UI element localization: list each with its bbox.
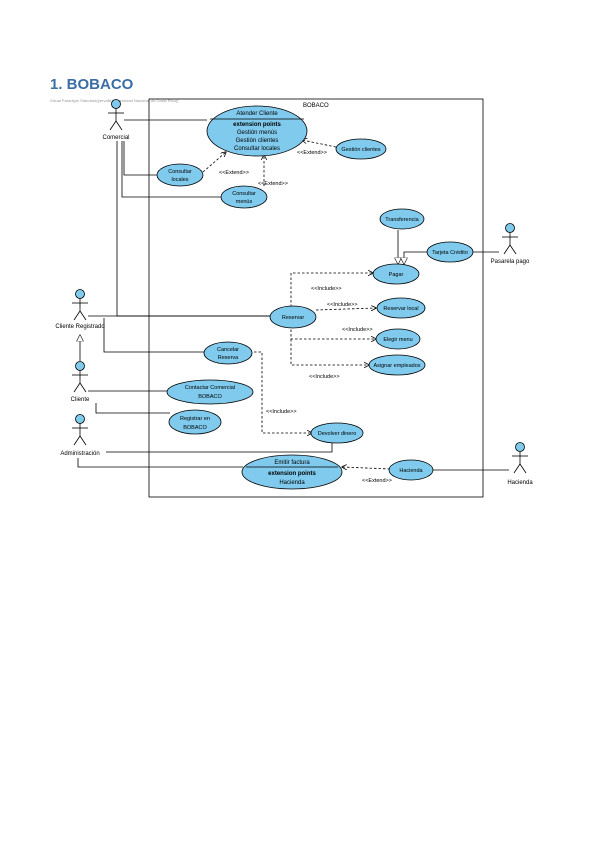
inc-cancelar-devolver <box>254 351 312 433</box>
registrar-label-2: BOBACO <box>183 425 207 431</box>
use-case-consultar-locales: Consultar locales <box>156 163 204 187</box>
use-case-cancelar-reserva: Cancelar Reserva <box>203 341 253 365</box>
assoc-admin-emitir <box>77 458 243 468</box>
label-include-local: <<Include>> <box>327 302 358 308</box>
use-case-asignar-empleados: Asignar empleados <box>368 354 426 376</box>
use-case-devolver-dinero: Devolver dinero <box>310 422 364 444</box>
asignar-label: Asignar empleados <box>373 363 420 369</box>
dependencies <box>202 140 391 469</box>
use-cases: Atender Cliente extension points Gestión… <box>156 105 474 490</box>
label-include-pagar: <<Include>> <box>311 286 342 292</box>
assoc-comercial-locales <box>123 141 157 176</box>
actor-cliente: Cliente <box>71 361 90 403</box>
label-include-asignar: <<Include>> <box>309 374 340 380</box>
association-lines <box>77 119 509 471</box>
dep-gestion-atender <box>302 140 337 148</box>
emitir-title: Emitir factura <box>274 460 310 466</box>
atender-ep-heading: extension points <box>233 122 281 128</box>
label-extend-hacienda: <<Extend>> <box>362 478 392 484</box>
atender-ep-2: Gestión clientes <box>236 138 279 144</box>
use-case-atender-cliente: Atender Cliente extension points Gestión… <box>206 105 308 157</box>
atender-ep-1: Gestión menús <box>237 130 277 136</box>
gestion-clientes-label: Gestión clientes <box>341 147 380 153</box>
use-case-transferencia: Transferencia <box>379 208 425 230</box>
actor-cliente-registrado: Cliente Registrado <box>55 289 105 330</box>
actor-administracion: Administración <box>60 414 100 457</box>
transferencia-label: Transferencia <box>385 217 419 223</box>
tarjeta-label: Tarjeta Crédito <box>432 250 468 256</box>
hacienda-uc-label: Hacienda <box>399 468 423 474</box>
use-case-registrar-bobaco: Registrar en BOBACO <box>168 409 222 435</box>
elegir-menu-label: Elegir menu <box>383 337 412 343</box>
label-include-devolver: <<Include>> <box>266 409 297 415</box>
consultar-locales-label-1: Consultar <box>168 169 192 175</box>
inc-reservar-asignar <box>290 339 369 365</box>
inc-reservar-local <box>315 308 376 310</box>
actor-comercial: Comercial <box>102 99 130 141</box>
atender-ep-3: Consultar locales <box>234 146 280 152</box>
relation-labels: <<Extend>> <<Extend>> <<Extend>> <<Inclu… <box>219 150 392 484</box>
consultar-locales-label-2: locales <box>171 177 188 183</box>
use-case-hacienda: Hacienda <box>388 459 434 481</box>
atender-title: Atender Cliente <box>236 111 278 117</box>
actor-hacienda: Hacienda <box>507 442 533 486</box>
reservar-local-label: Reservar local <box>383 306 418 312</box>
use-case-emitir-factura: Emitir factura extension points Hacienda <box>241 454 343 490</box>
label-extend-locales: <<Extend>> <box>219 170 249 176</box>
devolver-label: Devolver dinero <box>318 431 357 437</box>
use-case-tarjeta-credito: Tarjeta Crédito <box>426 241 474 263</box>
actors: Comercial Pasarela pago Cliente Registra… <box>55 99 533 486</box>
registrar-label-1: Registrar en <box>180 416 210 422</box>
actor-label-cliente: Cliente <box>71 397 90 403</box>
actor-label-pasarela: Pasarela pago <box>491 259 530 265</box>
actor-pasarela-pago: Pasarela pago <box>491 223 530 265</box>
actor-label-administracion: Administración <box>60 451 99 457</box>
cancelar-label-2: Reserva <box>218 355 239 361</box>
contactar-label-2: BOBACO <box>198 394 222 400</box>
dep-locales-atender <box>202 152 226 173</box>
emitir-ep-1: Hacienda <box>279 480 305 486</box>
page-heading: 1. BOBACO <box>50 76 134 93</box>
use-case-contactar-comercial: Contactar Comercial BOBACO <box>166 379 254 405</box>
assoc-registrado-cancelar <box>103 318 205 353</box>
consultar-menu-label-1: Consultar <box>232 191 256 197</box>
label-extend-menu: <<Extend>> <box>258 181 288 187</box>
label-extend-gestion: <<Extend>> <box>297 150 327 156</box>
gen-tarjeta-pagar <box>404 251 428 264</box>
use-case-gestion-clientes: Gestión clientes <box>335 138 387 160</box>
assoc-admin-devolver <box>106 442 333 453</box>
ext-hacienda-emitir <box>342 467 391 469</box>
cancelar-label-1: Cancelar <box>217 347 239 353</box>
system-boundary <box>148 98 484 498</box>
assoc-cliente-registrar <box>95 403 170 414</box>
actor-label-cliente-registrado: Cliente Registrado <box>55 324 105 330</box>
actor-label-hacienda: Hacienda <box>507 480 533 486</box>
use-case-elegir-menu: Elegir menu <box>375 328 421 350</box>
system-name: BOBACO <box>303 103 329 109</box>
label-include-menu: <<Include>> <box>342 327 373 333</box>
assoc-comercial-menu <box>121 141 221 198</box>
contactar-label-1: Contactar Comercial <box>185 385 235 391</box>
generalizations <box>80 230 428 361</box>
emitir-ep-heading: extension points <box>268 471 316 477</box>
consultar-menu-label-2: menús <box>236 199 253 205</box>
use-case-reservar-local: Reservar local <box>376 297 426 319</box>
pagar-label: Pagar <box>389 272 404 278</box>
use-case-consultar-menu: Consultar menús <box>220 185 268 209</box>
inc-reservar-pagar <box>290 273 373 307</box>
use-case-reservar: Reservar <box>269 305 317 329</box>
use-case-pagar: Pagar <box>372 263 420 285</box>
reservar-label: Reservar <box>282 315 304 321</box>
actor-label-comercial: Comercial <box>102 135 129 141</box>
